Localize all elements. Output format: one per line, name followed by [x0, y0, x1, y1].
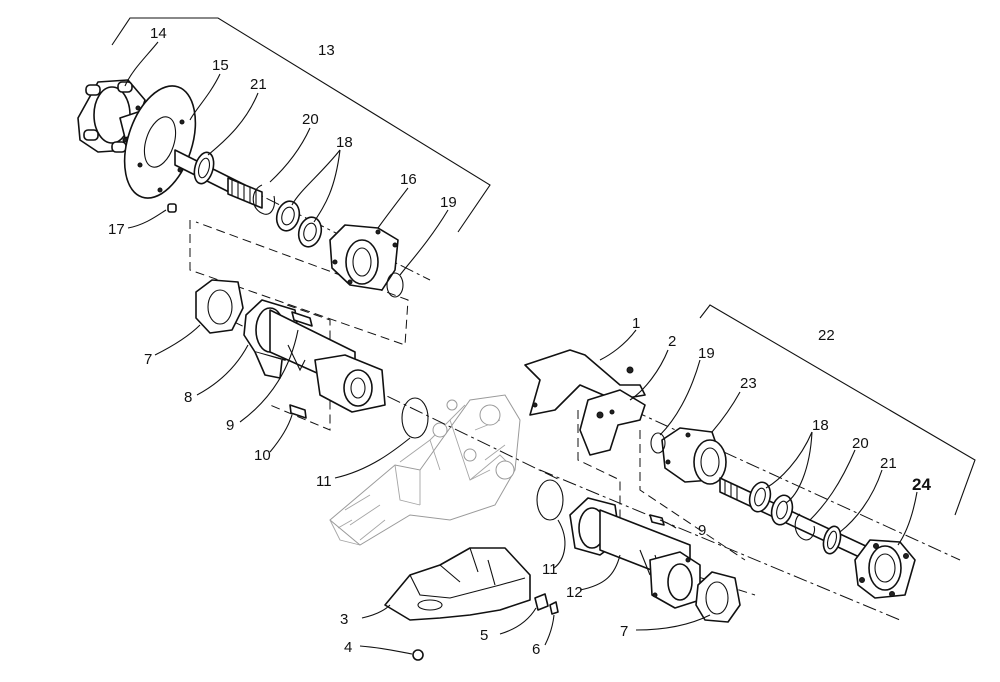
- callout-9-left: 9: [226, 417, 234, 434]
- callout-9-right: 9: [698, 522, 706, 539]
- callout-21-right: 21: [880, 455, 897, 472]
- callout-11-right: 11: [542, 561, 558, 578]
- assembly-group-lines: [111, 17, 976, 516]
- right-gasket: [695, 571, 741, 623]
- gearcase-housing-ghost: [329, 394, 521, 546]
- callout-17: 17: [108, 221, 125, 238]
- callout-24: 24: [912, 475, 931, 494]
- left-axle-shaft: [174, 149, 263, 209]
- callout-7-left: 7: [144, 351, 152, 368]
- callout-19-right: 19: [698, 345, 715, 362]
- callout-18-right: 18: [812, 417, 829, 434]
- callout-4: 4: [344, 639, 352, 656]
- left-axle-housing: [243, 299, 386, 413]
- callout-5: 5: [480, 627, 488, 644]
- callout-3: 3: [340, 611, 348, 628]
- callout-20-right: 20: [852, 435, 869, 452]
- callout-11-left: 11: [316, 473, 332, 490]
- left-o-ring: [386, 272, 404, 298]
- left-bolts: [289, 311, 313, 419]
- callout-2: 2: [668, 333, 676, 350]
- skid-plate: [384, 547, 531, 621]
- callout-12: 12: [566, 584, 583, 601]
- right-large-o-ring: [536, 479, 564, 521]
- callout-1: 1: [632, 315, 640, 332]
- right-axle-housing: [569, 497, 701, 609]
- left-bearings: [275, 200, 323, 248]
- brake-disc: [122, 85, 197, 199]
- callout-labels: 14 13 15 21 20 18 16 19 17 7 8 9 10 11 1…: [108, 25, 931, 658]
- right-bearing-housing: [661, 427, 727, 485]
- callout-19-left: 19: [440, 194, 457, 211]
- callout-16: 16: [400, 171, 417, 188]
- right-hub: [854, 539, 916, 599]
- left-snap-ring: [252, 184, 276, 215]
- left-bearing-housing: [329, 224, 399, 291]
- callout-23: 23: [740, 375, 757, 392]
- callout-10: 10: [254, 447, 271, 464]
- left-seal: [193, 151, 215, 185]
- left-small-bolt: [167, 203, 177, 213]
- left-large-o-ring: [401, 397, 429, 439]
- right-bolt: [649, 514, 665, 526]
- left-gasket: [195, 279, 244, 334]
- callout-20-left: 20: [302, 111, 319, 128]
- callout-22: 22: [818, 327, 835, 344]
- callout-8: 8: [184, 389, 192, 406]
- skid-fasteners: [412, 593, 559, 661]
- callout-14: 14: [150, 25, 167, 42]
- callout-13: 13: [318, 42, 335, 59]
- callout-18-left: 18: [336, 134, 353, 151]
- right-o-ring: [650, 432, 666, 454]
- leader-lines: [124, 41, 918, 655]
- callout-6: 6: [532, 641, 540, 658]
- callout-15: 15: [212, 57, 229, 74]
- callout-21-left: 21: [250, 76, 267, 93]
- right-axle-shaft: [719, 477, 871, 563]
- callout-7-right: 7: [620, 623, 628, 640]
- mounting-bracket-lower: [579, 389, 646, 456]
